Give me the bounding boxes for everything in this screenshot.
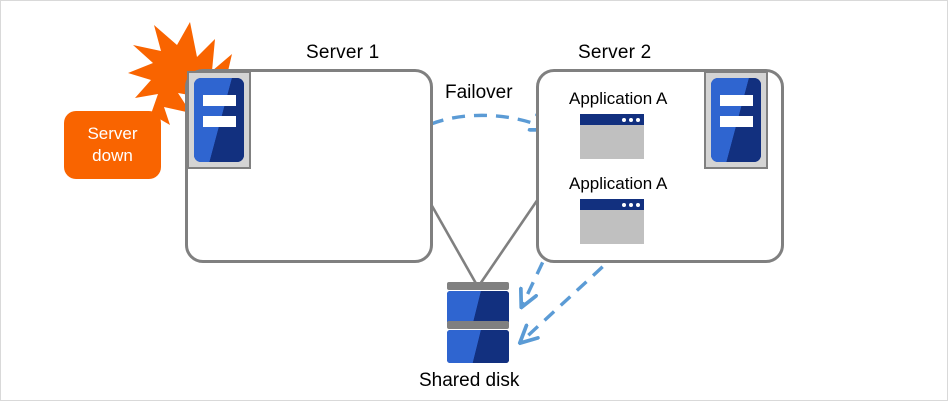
app-window-dot [622, 117, 626, 122]
shared-disk-block [447, 330, 509, 363]
machine-body [194, 78, 244, 162]
server2-title: Server 2 [578, 42, 652, 63]
machine-bar-bottom [203, 116, 236, 127]
app-window-titlebar [580, 199, 644, 210]
app-window-dot [629, 202, 633, 207]
shared-disk-label: Shared disk [419, 370, 520, 391]
server-machine-icon [704, 71, 768, 169]
shared-disk-cap [447, 321, 509, 329]
machine-bar-top [203, 95, 236, 106]
server-down-line2: down [92, 146, 133, 165]
server-machine-icon [187, 71, 251, 169]
server-down-badge: Server down [64, 111, 161, 179]
server-down-line1: Server [87, 124, 138, 143]
app-window-icon [580, 199, 644, 244]
failover-arrow [410, 115, 547, 137]
application-a-label: Application A [569, 89, 668, 108]
failover-label: Failover [445, 82, 513, 103]
server1-title: Server 1 [306, 42, 380, 63]
app-window-dot [636, 117, 640, 122]
machine-body [711, 78, 761, 162]
app-window-icon [580, 114, 644, 159]
machine-bar-top [720, 95, 753, 106]
shared-disk-block [447, 291, 509, 324]
app-window-dot [629, 117, 633, 122]
app-window-dot [622, 202, 626, 207]
app-window-dot [636, 202, 640, 207]
shared-disk-cap [447, 282, 509, 290]
machine-bar-bottom [720, 116, 753, 127]
app-window-titlebar [580, 114, 644, 125]
explosion-burst-icon [128, 22, 232, 125]
application-a-label: Application A [569, 174, 668, 193]
